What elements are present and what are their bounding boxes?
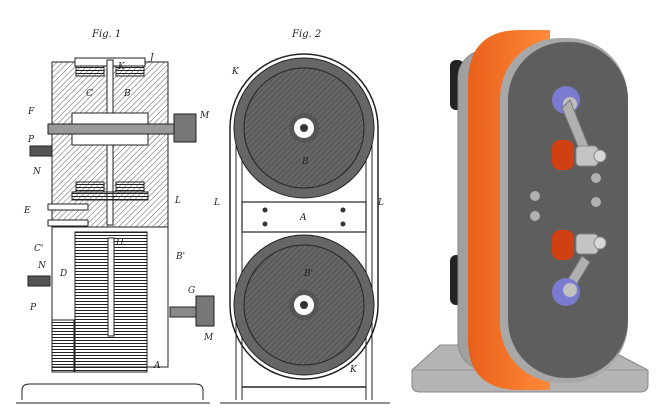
fig1-shaft <box>47 123 175 135</box>
label-b1: B' <box>175 252 185 262</box>
label-d: D <box>59 269 67 279</box>
label-e: E <box>23 206 31 216</box>
patent-figure-2: Fig. 2 K B L L A B' K <box>210 0 400 414</box>
label-g: G <box>188 286 195 296</box>
label-b1: B' <box>303 269 313 279</box>
label-c: C <box>86 89 93 99</box>
fig2-crossbar <box>241 201 367 233</box>
label-n2: N <box>37 261 47 271</box>
label-l: L <box>174 196 181 206</box>
label-l-right: L <box>377 198 384 208</box>
patent-figure-1: Fig. 1 J K C B F M P N <box>0 0 215 414</box>
fig1-knob-n <box>29 145 53 157</box>
cad-render <box>400 0 660 414</box>
label-l-left: L <box>213 198 220 208</box>
label-k: K <box>231 67 240 77</box>
label-n: N <box>32 167 42 177</box>
label-p2: P <box>29 303 37 313</box>
label-k2: K <box>349 365 358 375</box>
fig2-belt <box>229 53 379 380</box>
label-f: F <box>27 107 35 117</box>
label-a: A <box>299 213 307 223</box>
label-c1: C' <box>34 244 43 254</box>
render-plate <box>508 42 628 378</box>
fig1-title: Fig. 1 <box>91 29 121 40</box>
label-p: P <box>27 135 35 145</box>
lower-roller <box>552 230 574 260</box>
label-m: M <box>199 111 210 121</box>
label-b: B <box>301 157 309 167</box>
label-k: K <box>117 62 126 72</box>
label-b: B <box>123 89 131 99</box>
upper-roller <box>552 140 574 170</box>
fig1-pulley-m <box>173 113 197 143</box>
label-a: A <box>153 361 161 371</box>
label-m2: M <box>203 333 214 343</box>
label-j: J <box>148 53 155 63</box>
label-h: H <box>115 238 124 248</box>
fig2-title: Fig. 2 <box>291 29 321 40</box>
